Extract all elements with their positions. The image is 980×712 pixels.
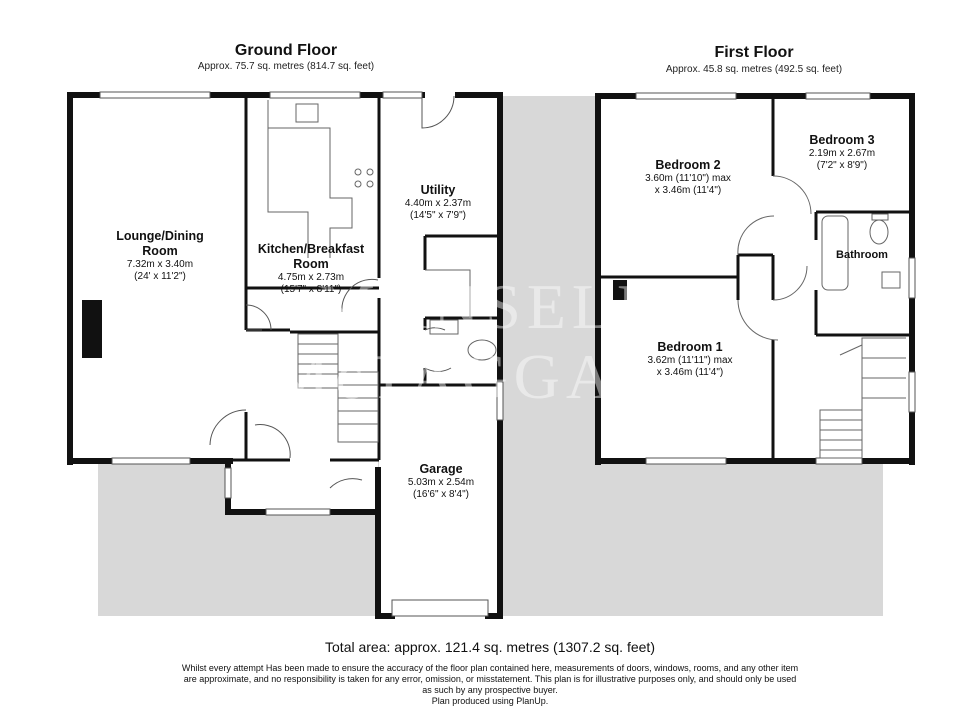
room-dimensions: 4.75m x 2.73m: [277, 272, 345, 283]
room-label-bedroom-3: Bedroom 3 2.19m x 2.67m (7'2" x 8'9"): [784, 133, 900, 172]
room-label-garage: Garage 5.03m x 2.54m (16'6" x 8'4"): [386, 462, 496, 501]
room-label-bathroom: Bathroom: [826, 248, 898, 263]
fireplace: [82, 300, 102, 358]
room-dimensions: 5.03m x 2.54m: [407, 477, 475, 488]
room-name: Kitchen/Breakfast: [257, 242, 365, 256]
room-name: Utility: [420, 183, 456, 197]
room-name: Bathroom: [836, 249, 888, 261]
first-floor-title: First Floor: [714, 44, 794, 61]
room-dimensions: (16'6" x 8'4"): [413, 489, 469, 500]
ground-floor-title: Ground Floor: [234, 42, 338, 59]
watermark-line-1: MANSELL: [317, 271, 663, 342]
garage-area: [379, 385, 501, 615]
room-name: Lounge/Dining: [116, 229, 204, 243]
disclaimer-line: Whilst every attempt Has been made to en…: [181, 663, 799, 673]
room-dimensions: 7.32m x 3.40m: [126, 259, 194, 270]
room-label-kitchen: Kitchen/Breakfast Room 4.75m x 2.73m (15…: [248, 242, 374, 296]
room-dimensions: (7'2" x 8'9"): [816, 160, 868, 171]
room-dimensions: 3.60m (11'10") max: [645, 173, 731, 184]
room-dimensions: x 3.46m (11'4"): [656, 367, 724, 378]
room-name: Bedroom 2: [655, 158, 721, 172]
disclaimer-line: as such by any prospective buyer.: [422, 685, 558, 695]
room-label-bedroom-2: Bedroom 2 3.60m (11'10") max x 3.46m (11…: [618, 158, 758, 197]
room-name: Garage: [419, 462, 463, 476]
watermark-line-2: McTAGGART: [271, 341, 709, 412]
room-name: Room: [142, 244, 178, 258]
first-floor-area: [598, 97, 913, 461]
disclaimer-line: Plan produced using PlanUp.: [431, 696, 549, 706]
first-floor-area: Approx. 45.8 sq. metres (492.5 sq. feet): [665, 64, 843, 75]
room-dimensions: (24' x 11'2"): [134, 271, 186, 282]
ground-floor-plan: [67, 91, 504, 619]
room-label-lounge: Lounge/Dining Room 7.32m x 3.40m (24' x …: [90, 229, 230, 283]
porch-area: [228, 460, 378, 512]
lounge-area: [70, 98, 246, 460]
room-dimensions: (14'5" x 7'9"): [410, 210, 466, 221]
room-label-utility: Utility 4.40m x 2.37m (14'5" x 7'9"): [386, 183, 490, 222]
room-dimensions: (15'7" x 8'11"): [280, 284, 342, 295]
room-dimensions: x 3.46m (11'4"): [654, 185, 722, 196]
room-name: Bedroom 3: [809, 133, 875, 147]
room-name: Bedroom 1: [657, 340, 723, 354]
total-area: Total area: approx. 121.4 sq. metres (13…: [325, 639, 655, 655]
room-dimensions: 2.19m x 2.67m: [808, 148, 876, 159]
room-label-bedroom-1: Bedroom 1 3.62m (11'11") max x 3.46m (11…: [620, 340, 760, 379]
first-floor-plan: [595, 92, 916, 465]
disclaimer: Whilst every attempt Has been made to en…: [140, 663, 840, 707]
utility-area: [379, 95, 501, 385]
ground-floor-area: Approx. 75.7 sq. metres (814.7 sq. feet): [197, 61, 375, 72]
disclaimer-line: are approximate, and no responsibility i…: [183, 674, 797, 684]
room-name: Room: [293, 257, 329, 271]
room-dimensions: 4.40m x 2.37m: [404, 198, 472, 209]
room-dimensions: 3.62m (11'11") max: [647, 355, 733, 366]
